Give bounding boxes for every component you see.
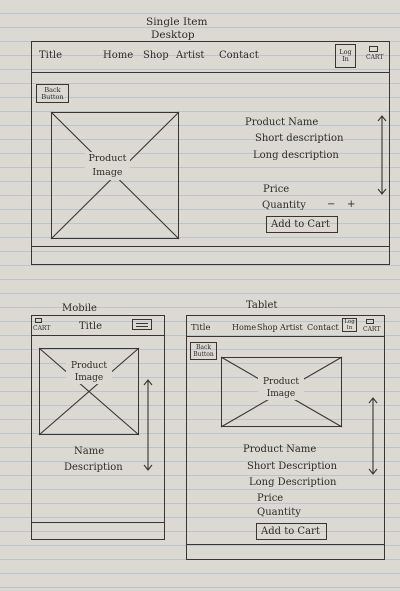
- desktop-cart-label: CART: [366, 54, 384, 61]
- tablet-nav-link-contact[interactable]: Contact: [307, 323, 339, 332]
- tablet-nav-link-home[interactable]: Home: [232, 323, 257, 332]
- desktop-product-name: Product Name: [245, 117, 319, 128]
- tablet-cart-label: CART: [363, 326, 381, 333]
- desktop-login-label: Log In: [339, 48, 352, 63]
- desktop-image-label: Product Image: [85, 152, 130, 180]
- tablet-back-button[interactable]: Back Button: [190, 342, 217, 360]
- desktop-quantity-minus-button[interactable]: −: [327, 199, 336, 210]
- mobile-wireframe: [31, 315, 165, 540]
- desktop-price: Price: [263, 184, 290, 195]
- desktop-short-description: Short description: [255, 133, 344, 144]
- desktop-back-button[interactable]: Back Button: [36, 84, 69, 103]
- desktop-footer-divider: [31, 246, 390, 247]
- tablet-product-name: Product Name: [243, 444, 317, 455]
- tablet-nav-link-shop[interactable]: Shop: [257, 323, 278, 332]
- desktop-wireframe: [31, 41, 390, 265]
- tablet-footer-divider: [186, 544, 385, 545]
- mobile-description: Description: [64, 462, 123, 473]
- tablet-back-button-label: Back Button: [193, 344, 214, 358]
- mobile-product-image: [39, 348, 139, 435]
- desktop-add-to-cart-label: Add to Cart: [271, 219, 330, 230]
- mobile-footer-divider: [31, 522, 165, 523]
- desktop-nav-title: Title: [39, 50, 63, 61]
- desktop-scroll-arrow[interactable]: [377, 114, 387, 196]
- tablet-login-label: Log In: [344, 319, 355, 331]
- mobile-nav-divider: [31, 335, 165, 336]
- mobile-image-label: Product Image: [66, 360, 112, 384]
- tablet-product-image: [221, 357, 342, 427]
- desktop-nav-link-shop[interactable]: Shop: [143, 50, 169, 61]
- mobile-name: Name: [74, 446, 105, 457]
- mobile-scroll-arrow[interactable]: [143, 378, 153, 472]
- tablet-price: Price: [257, 493, 284, 504]
- mobile-heading: Mobile: [62, 303, 97, 314]
- tablet-wireframe: [186, 315, 385, 560]
- tablet-nav-title: Title: [191, 323, 211, 333]
- desktop-quantity: Quantity: [262, 200, 306, 211]
- desktop-nav-link-home[interactable]: Home: [103, 50, 134, 61]
- cart-icon[interactable]: [35, 318, 42, 323]
- tablet-quantity: Quantity: [257, 507, 301, 518]
- tablet-image-label: Product Image: [258, 376, 304, 400]
- tablet-heading: Tablet: [246, 300, 278, 311]
- tablet-long-description: Long Description: [249, 477, 337, 488]
- desktop-quantity-plus-button[interactable]: +: [347, 199, 356, 210]
- menu-icon[interactable]: [132, 319, 152, 330]
- tablet-login-button[interactable]: Log In: [342, 318, 357, 332]
- sheet-heading-desktop: Desktop: [151, 29, 195, 41]
- desktop-nav-link-contact[interactable]: Contact: [219, 50, 259, 61]
- mobile-cart-label: CART: [33, 325, 51, 332]
- tablet-scroll-arrow[interactable]: [368, 396, 378, 476]
- desktop-nav-divider: [31, 72, 390, 73]
- tablet-add-to-cart-button[interactable]: Add to Cart: [256, 523, 327, 540]
- cart-icon[interactable]: [366, 319, 374, 324]
- tablet-nav-divider: [186, 336, 385, 337]
- desktop-add-to-cart-button[interactable]: Add to Cart: [266, 216, 338, 233]
- tablet-nav-link-artist[interactable]: Artist: [280, 323, 303, 332]
- mobile-nav-title: Title: [79, 321, 103, 332]
- sheet-heading-single-item: Single Item: [146, 16, 208, 28]
- tablet-short-description: Short Description: [247, 461, 338, 472]
- mobile-image-placeholder-x: [38, 347, 140, 436]
- desktop-product-image: [51, 112, 179, 239]
- desktop-long-description: Long description: [253, 150, 339, 161]
- desktop-login-button[interactable]: Log In: [335, 44, 356, 68]
- cart-icon[interactable]: [369, 46, 378, 52]
- desktop-back-button-label: Back Button: [41, 86, 64, 101]
- desktop-nav-link-artist[interactable]: Artist: [176, 50, 205, 61]
- tablet-add-to-cart-label: Add to Cart: [261, 526, 320, 537]
